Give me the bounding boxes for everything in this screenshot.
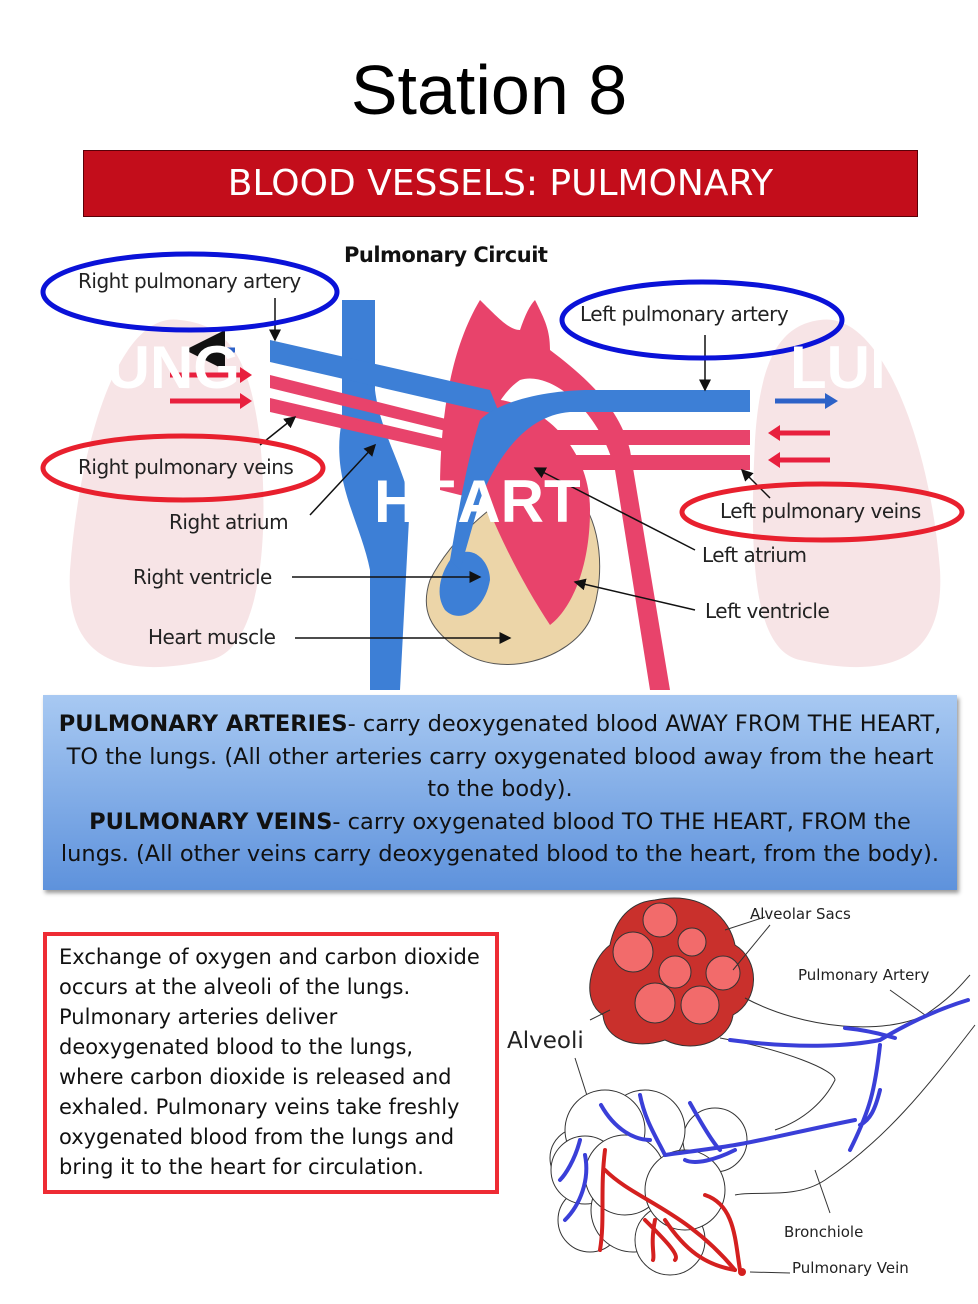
veins-text: - carry oxygenated blood TO THE HEART, F… xyxy=(60,808,940,868)
left-pulmonary-vein-2 xyxy=(540,455,750,470)
label-right-pulmonary-artery: Right pulmonary artery xyxy=(78,269,301,293)
arteries-definition: PULMONARY ARTERIES- carry deoxygenated b… xyxy=(43,708,957,806)
gas-exchange-textbox: Exchange of oxygen and carbon dioxide oc… xyxy=(43,932,499,1194)
right-ventricle xyxy=(439,551,490,616)
left-lung xyxy=(752,319,941,668)
right-pulmonary-vein-1 xyxy=(270,375,450,432)
label-right-ventricle: Right ventricle xyxy=(133,565,272,589)
slide-title: Station 8 xyxy=(350,51,628,129)
pulmonary-circuit-diagram: Pulmonary Circuit Right pulmonary artery… xyxy=(30,240,978,692)
label-pulmonary-vein: Pulmonary Vein xyxy=(792,1259,909,1277)
section-banner: BLOOD VESSELS: PULMONARY xyxy=(83,150,918,217)
right-pulmonary-vein-2 xyxy=(270,398,450,453)
label-pulmonary-artery: Pulmonary Artery xyxy=(798,966,930,984)
lung-overlay-label-right: LUNG xyxy=(790,334,960,401)
label-right-pulmonary-veins: Right pulmonary veins xyxy=(78,455,294,479)
right-pulmonary-veins-highlight xyxy=(40,433,326,503)
lung-overlay-label-left: LUNG xyxy=(70,334,240,401)
label-left-ventricle: Left ventricle xyxy=(705,599,830,623)
veins-definition: PULMONARY VEINS- carry oxygenated blood … xyxy=(43,806,957,871)
heart-illustration xyxy=(40,251,965,690)
aorta xyxy=(440,300,670,690)
label-heart-muscle: Heart muscle xyxy=(148,625,276,649)
right-pulmonary-artery-vessel xyxy=(270,340,500,415)
label-left-atrium: Left atrium xyxy=(702,543,807,567)
heart-overlay-label: HEART xyxy=(374,468,581,535)
label-bronchiole: Bronchiole xyxy=(784,1223,864,1241)
arteries-term: PULMONARY ARTERIES xyxy=(58,711,348,737)
pulmonary-info-box: PULMONARY ARTERIES- carry deoxygenated b… xyxy=(43,695,957,890)
arteries-text: - carry deoxygenated blood AWAY FROM THE… xyxy=(66,711,942,802)
label-right-atrium: Right atrium xyxy=(169,510,289,534)
veins-term: PULMONARY VEINS xyxy=(89,808,333,835)
left-pulmonary-vein-1 xyxy=(540,430,750,445)
right-pulmonary-artery-highlight xyxy=(40,251,340,333)
label-left-pulmonary-artery: Left pulmonary artery xyxy=(580,302,789,326)
left-pulmonary-veins-highlight xyxy=(679,481,965,543)
left-pulmonary-artery-vessel xyxy=(450,390,750,570)
right-lung xyxy=(69,319,264,668)
alveoli-diagram: Alveoli Alveolar Sacs Pulmonary Artery B… xyxy=(505,890,978,1295)
alveolar-sac-cluster xyxy=(589,897,754,1047)
alveoli-illustration xyxy=(549,897,976,1276)
label-alveolar-sacs: Alveolar Sacs xyxy=(750,905,851,923)
label-left-pulmonary-veins: Left pulmonary veins xyxy=(720,499,921,523)
diagram-heading: Pulmonary Circuit xyxy=(344,243,548,267)
label-alveoli: Alveoli xyxy=(507,1028,584,1054)
left-pulmonary-artery-highlight xyxy=(559,279,845,361)
